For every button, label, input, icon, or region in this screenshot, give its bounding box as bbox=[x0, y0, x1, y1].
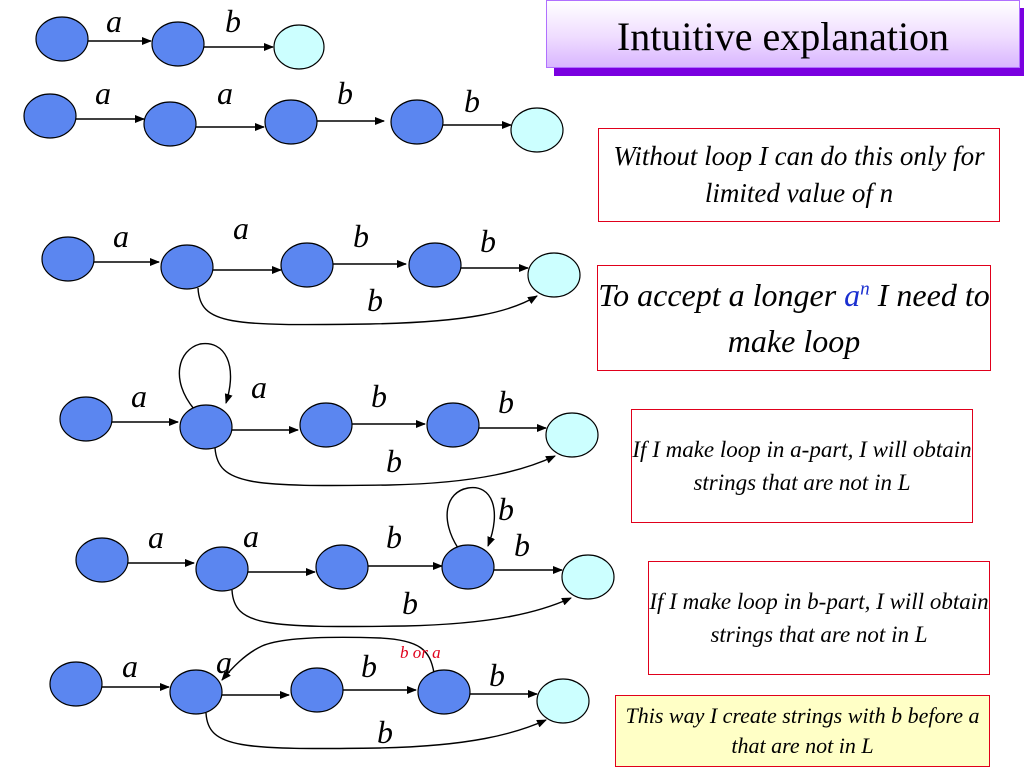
state-node bbox=[390, 99, 444, 145]
edge-label: b bbox=[489, 657, 505, 693]
edge-label: a bbox=[122, 648, 138, 684]
slide-title: Intuitive explanation bbox=[616, 14, 950, 59]
final-state-node bbox=[545, 412, 599, 458]
self-loop-edge bbox=[446, 486, 496, 549]
state-node bbox=[290, 667, 344, 713]
note-loop-b-part: If I make loop in b-part, I will obtain … bbox=[648, 561, 990, 675]
final-state-node bbox=[527, 252, 581, 298]
edge-label: a bbox=[216, 644, 232, 680]
edge-label: b bbox=[498, 491, 514, 527]
automaton-row-2: a a b b bbox=[23, 75, 564, 153]
title-box: Intuitive explanation bbox=[546, 0, 1020, 68]
edge-label-red: b or a bbox=[400, 643, 441, 662]
edge-label: a bbox=[243, 518, 259, 554]
note-text: To accept a longer an I need to make loo… bbox=[598, 272, 990, 364]
automaton-row-1: a b bbox=[35, 3, 325, 70]
edge-label: b bbox=[386, 443, 402, 479]
edge-label: b bbox=[361, 648, 377, 684]
final-state-node bbox=[273, 24, 325, 70]
automaton-row-3: a a b b b bbox=[41, 210, 581, 326]
note-text: If I make loop in a-part, I will obtain … bbox=[632, 437, 972, 495]
edge bbox=[214, 447, 556, 487]
self-loop-edge bbox=[178, 342, 233, 410]
edge-label: b bbox=[480, 223, 496, 259]
edge-label: b bbox=[225, 3, 241, 39]
note-b-before-a: This way I create strings with b before … bbox=[615, 695, 990, 767]
edge-label: b bbox=[371, 378, 387, 414]
symbol-a: a bbox=[844, 277, 861, 313]
edge-label: b bbox=[377, 714, 393, 750]
state-node bbox=[151, 21, 205, 67]
edge bbox=[205, 712, 547, 750]
final-state-node bbox=[510, 107, 564, 153]
note-need-loop: To accept a longer an I need to make loo… bbox=[597, 265, 991, 371]
edge-label: a bbox=[217, 75, 233, 111]
note-text-part: I need to make loop bbox=[727, 277, 990, 359]
state-node bbox=[315, 544, 369, 590]
exponent-n: n bbox=[860, 278, 870, 300]
edge-label: b bbox=[402, 585, 418, 621]
state-node bbox=[426, 402, 480, 448]
edge-label: b bbox=[498, 384, 514, 420]
final-state-node bbox=[561, 554, 615, 600]
edge-label: a bbox=[106, 3, 122, 39]
state-node bbox=[195, 546, 249, 592]
note-limited-n: Without loop I can do this only for limi… bbox=[598, 128, 1000, 222]
state-node bbox=[280, 242, 334, 288]
back-edge bbox=[221, 636, 435, 681]
edge-label: a bbox=[148, 519, 164, 555]
note-text: Without loop I can do this only for limi… bbox=[613, 141, 985, 208]
edge-label: a bbox=[251, 369, 267, 405]
note-loop-a-part: If I make loop in a-part, I will obtain … bbox=[631, 409, 973, 523]
state-node bbox=[143, 101, 197, 147]
edge-label: b bbox=[514, 527, 530, 563]
edge-label: a bbox=[131, 378, 147, 414]
note-text-part: To accept a longer bbox=[598, 277, 845, 313]
state-node bbox=[264, 99, 318, 145]
state-node bbox=[59, 396, 113, 442]
edge-label: b bbox=[337, 75, 353, 111]
state-node bbox=[49, 661, 103, 707]
state-node bbox=[41, 236, 95, 282]
state-node bbox=[169, 669, 223, 715]
state-node bbox=[408, 242, 462, 288]
state-node bbox=[160, 244, 214, 290]
edge-label: a bbox=[95, 75, 111, 111]
note-text: If I make loop in b-part, I will obtain … bbox=[649, 589, 989, 647]
note-text: This way I create strings with b before … bbox=[625, 703, 980, 758]
state-node bbox=[179, 404, 233, 450]
edge-label: b bbox=[353, 218, 369, 254]
edge bbox=[197, 287, 538, 326]
edge-label: b bbox=[386, 519, 402, 555]
edge-label: b bbox=[367, 282, 383, 318]
final-state-node bbox=[536, 678, 590, 724]
state-node bbox=[75, 537, 129, 583]
automaton-row-6: a a b b b b or a bbox=[49, 636, 590, 750]
state-node bbox=[417, 669, 471, 715]
automaton-row-5: a a b b b b bbox=[75, 486, 615, 628]
automaton-row-4: a a b b b bbox=[59, 342, 599, 487]
edge-label: a bbox=[113, 218, 129, 254]
state-node bbox=[441, 544, 495, 590]
edge-label: a bbox=[233, 210, 249, 246]
edge-label: b bbox=[464, 83, 480, 119]
state-node bbox=[299, 402, 353, 448]
state-node bbox=[23, 93, 77, 139]
edge bbox=[231, 589, 572, 628]
state-node bbox=[35, 16, 89, 62]
